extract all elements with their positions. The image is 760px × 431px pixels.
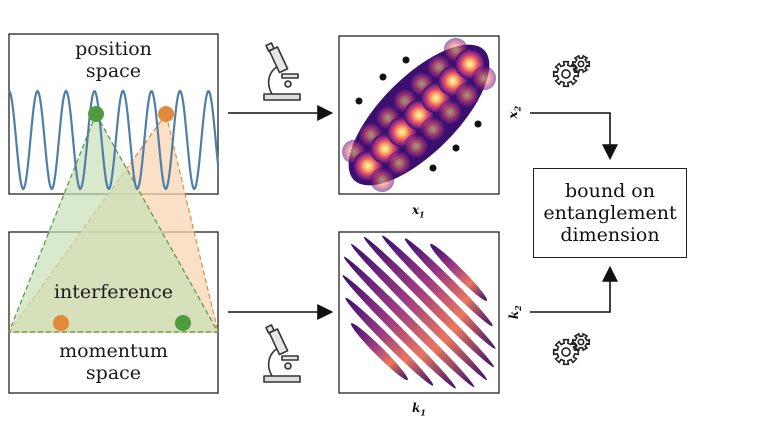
gear-hub [561,347,571,357]
result-box: bound on entanglement dimension [533,168,687,258]
momentum-label-line1: momentum [59,340,168,362]
microscope-icon [263,42,301,101]
momentum-streak [351,244,487,380]
gear-hub [561,69,571,79]
heatmap-dot [452,144,460,152]
top-plot-xlabel: x1 [412,203,425,220]
bottom-plot-xlabel: k1 [412,401,426,418]
gear-wheel [552,338,580,366]
interference-triangle-green [8,112,220,333]
gear-wheel [572,54,590,74]
momentum-streak [430,243,488,301]
heatmap-peak [438,100,463,125]
momentum-streak [343,256,475,388]
result-line3: dimension [560,224,660,246]
arrow-top-to-result [530,112,618,161]
heatmap-peak [455,83,480,108]
momentum-streak [342,275,456,389]
gear-icon [552,332,590,366]
position-heatmap [342,38,496,192]
heatmap-peak [404,134,429,159]
gear-hub [577,60,585,68]
gear-wheel [572,332,590,352]
heatmap-dot [429,164,437,172]
heatmap-peak [370,168,395,192]
green-dot-momentum [175,315,191,331]
momentum-streak [350,323,408,381]
gear-wheel [552,60,580,88]
interference-label: interference [53,281,173,303]
arrow-bottom-to-result [530,265,618,313]
momentum-streak [404,238,493,327]
heatmap-peak [387,151,412,176]
momentum-label-line2: space [85,362,142,384]
momentum-streak [345,297,434,386]
momentum-streak [382,235,496,349]
microscope-icon [263,324,301,383]
momentum-heatmap [342,235,496,389]
heatmap-dot [379,73,387,81]
heatmap-dot [355,97,363,105]
momentum-streak [363,236,495,368]
orange-dot-position [158,106,174,122]
result-line2: entanglement [543,202,677,224]
position-label-line2: space [85,60,142,82]
green-dot-position [88,106,104,122]
momentum-space-label: momentum space [9,340,218,384]
top-plot-ylabel: x2 [506,105,523,119]
heatmap-dot [474,120,482,128]
result-line1: bound on [565,180,655,202]
heatmap-dot [402,56,410,64]
heatmap-peak [421,117,446,142]
gear-icon [552,54,590,88]
position-space-label: position space [9,38,218,82]
heatmap-peak [472,66,496,91]
position-label-line1: position [75,38,152,60]
bottom-plot-ylabel: k2 [506,305,524,320]
orange-dot-momentum [53,315,69,331]
position-wave [8,89,220,191]
gear-hub [577,338,585,346]
